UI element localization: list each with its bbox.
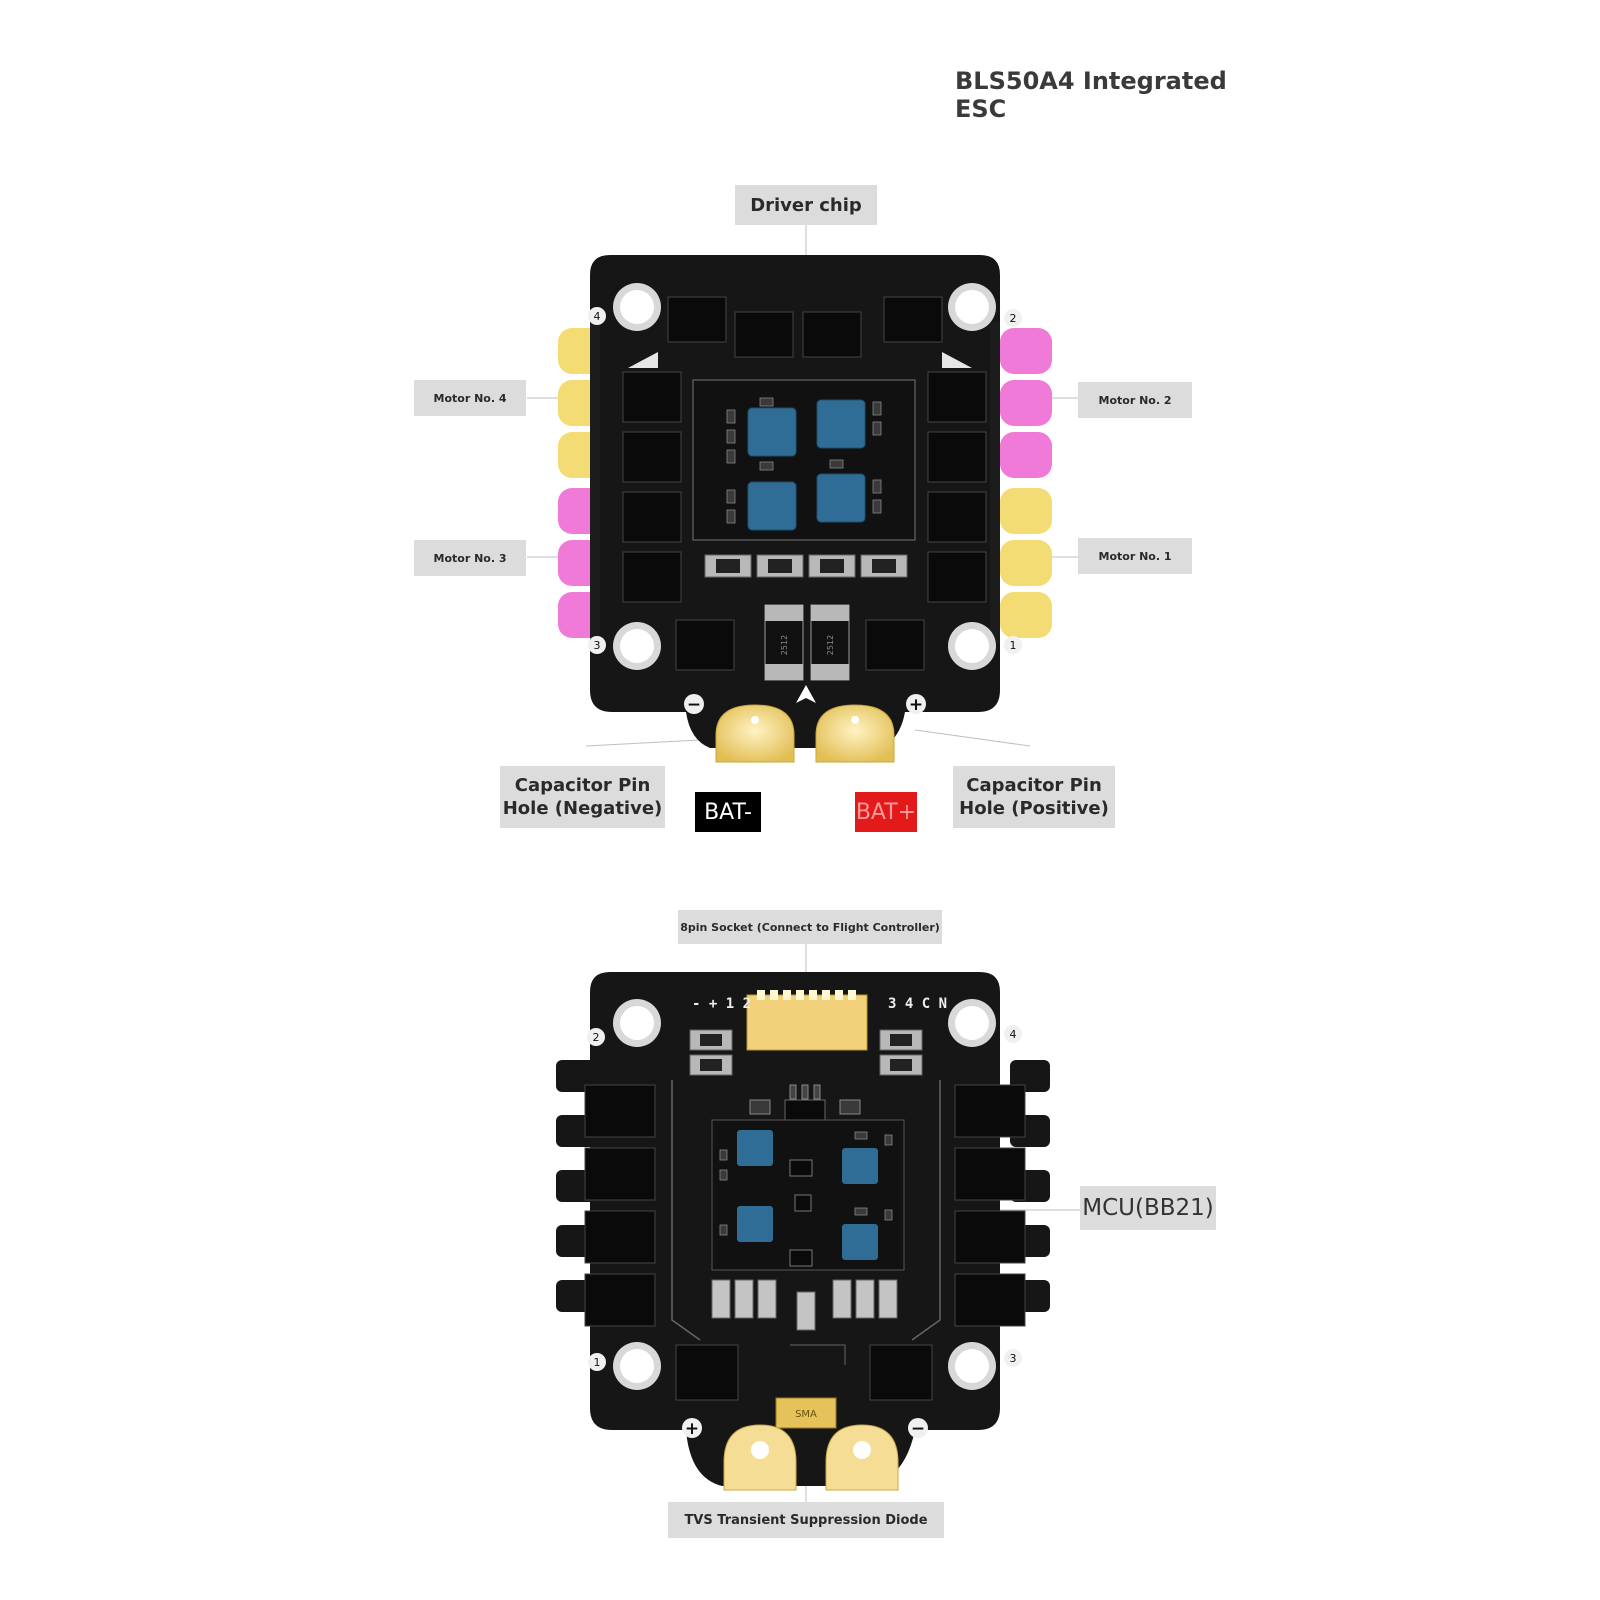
capacitor-positive-label: Capacitor Pin Hole (Positive): [953, 766, 1115, 828]
bat-minus-label: BAT-: [695, 792, 761, 832]
8pin-socket: [746, 994, 868, 1051]
mcu-label: MCU(BB21): [1080, 1186, 1216, 1230]
motor2-label: Motor No. 2: [1078, 382, 1192, 418]
resistor-text-1: 2512: [780, 635, 789, 655]
capacitor-negative-label: Capacitor Pin Hole (Negative): [500, 766, 665, 828]
positive-sign-icon: +: [685, 1419, 699, 1439]
motor3-label: Motor No. 3: [414, 540, 526, 576]
top-mounting-holes: [613, 283, 996, 670]
driver-chips: [747, 399, 866, 531]
mcu-chips: [737, 1130, 878, 1260]
bottom-mosfets: [584, 1084, 1026, 1401]
tvs-diode: [775, 1397, 837, 1429]
silkscreen-left: - + 1 2: [692, 996, 751, 1012]
hole-number-1: 1: [594, 1356, 601, 1369]
diode-text: SMA: [795, 1409, 817, 1420]
motor1-label: Motor No. 1: [1078, 538, 1192, 574]
bottom-capacitors: [711, 1279, 898, 1331]
top-board: 2512 2512 − + 4 2 3 1: [527, 223, 1078, 763]
negative-sign-icon: −: [911, 1419, 925, 1439]
positive-sign-icon: +: [909, 695, 923, 715]
top-mosfets: [622, 296, 987, 671]
motor1-pads: [1000, 488, 1052, 638]
driver-passives: [726, 397, 882, 524]
hole-number-2: 2: [1010, 312, 1017, 325]
battery-pads-bottom: [723, 1424, 899, 1491]
resistor-text-2: 2512: [826, 635, 835, 655]
motor4-label: Motor No. 4: [414, 380, 526, 416]
hole-number-1: 1: [1010, 639, 1017, 652]
motor2-pads: [1000, 328, 1052, 478]
8pin-socket-label: 8pin Socket (Connect to Flight Controlle…: [678, 910, 942, 944]
silkscreen-right: 3 4 C N: [888, 996, 947, 1012]
negative-sign-icon: −: [687, 695, 701, 715]
hole-number-4: 4: [1010, 1028, 1017, 1041]
tvs-label: TVS Transient Suppression Diode: [668, 1502, 944, 1538]
hole-number-3: 3: [594, 639, 601, 652]
hole-number-3: 3: [1010, 1352, 1017, 1365]
hole-number-2: 2: [593, 1031, 600, 1044]
bottom-board: - + 1 2 3 4 C N: [556, 935, 1080, 1502]
shunt-resistors: [704, 554, 908, 578]
driver-chip-label: Driver chip: [735, 185, 877, 225]
battery-pads-top: [715, 704, 895, 763]
bottom-mounting-holes: [613, 999, 996, 1390]
bat-plus-label: BAT+: [855, 792, 917, 832]
hole-number-4: 4: [594, 310, 601, 323]
